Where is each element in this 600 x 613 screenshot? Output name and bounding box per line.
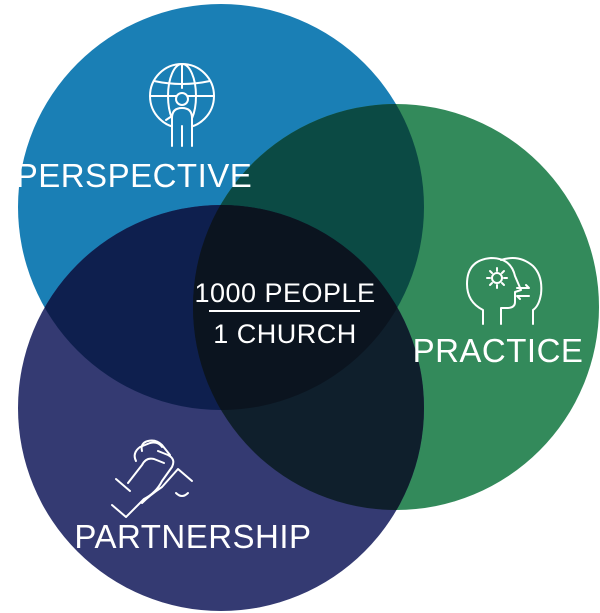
- label-perspective: PERSPECTIVE: [16, 157, 253, 194]
- label-practice: PRACTICE: [413, 332, 584, 369]
- center-text-line2: 1 CHURCH: [213, 319, 357, 349]
- center-text-line1: 1000 PEOPLE: [194, 278, 375, 308]
- overlap-center: [193, 205, 424, 410]
- label-partnership: PARTNERSHIP: [74, 518, 311, 555]
- head-exchange-icon: [466, 257, 543, 325]
- globe-person-icon: [149, 63, 215, 147]
- handshake-icon: [111, 439, 193, 518]
